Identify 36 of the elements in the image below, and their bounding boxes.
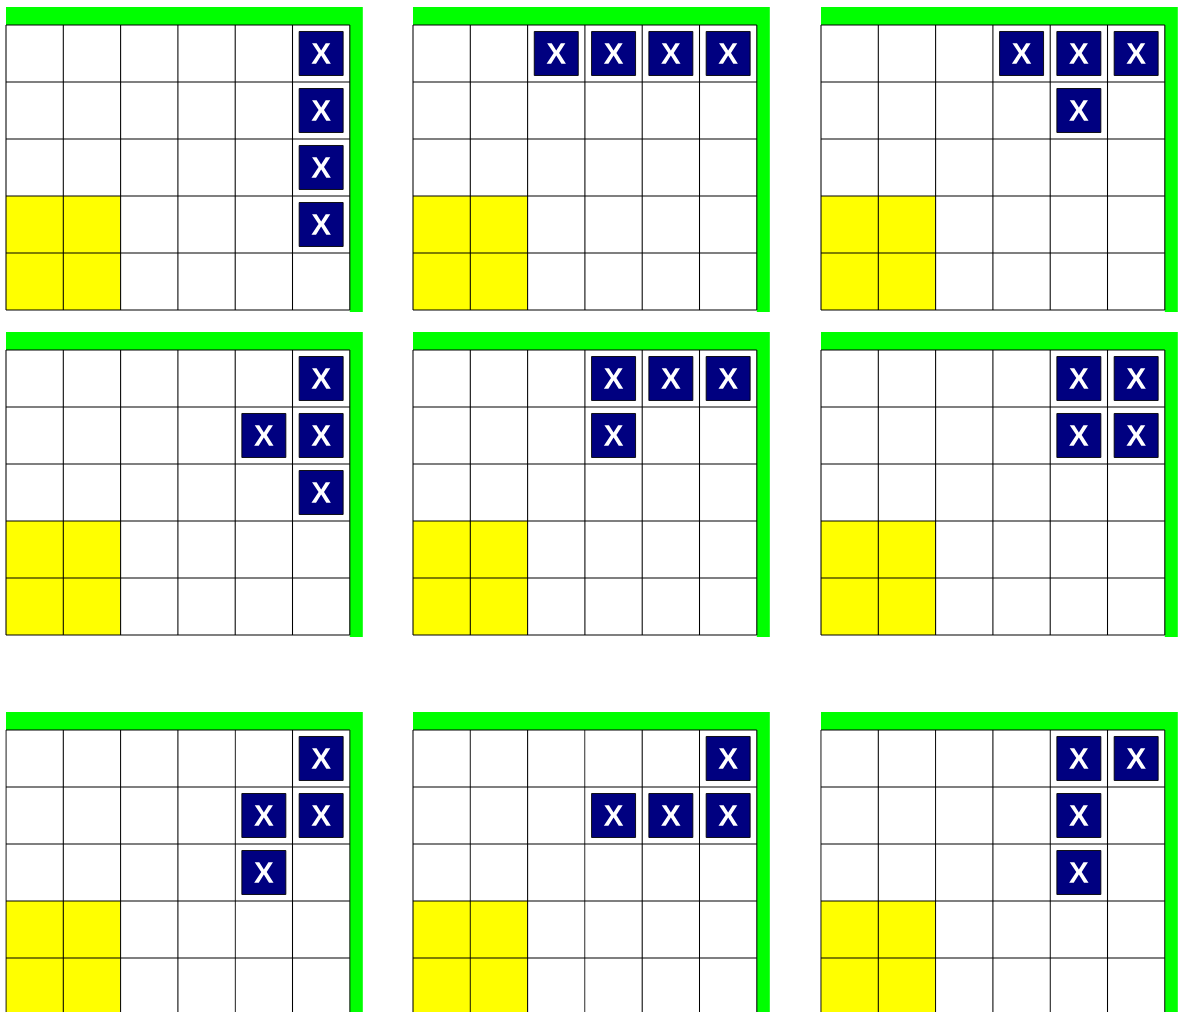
x-tile: X: [591, 413, 636, 458]
x-tile: X: [298, 88, 344, 133]
x-tile: X: [648, 356, 694, 401]
x-tile: X: [1056, 356, 1102, 401]
x-tile: X: [1113, 356, 1159, 401]
x-tile: X: [241, 850, 287, 895]
x-tile: X: [1113, 31, 1159, 76]
x-tile: X: [241, 413, 287, 458]
x-tile: X: [648, 793, 694, 838]
x-tile: X: [298, 356, 344, 401]
x-tile: X: [591, 356, 636, 401]
x-tile: X: [999, 31, 1044, 76]
x-tile: X: [648, 31, 694, 76]
x-tile: X: [591, 793, 636, 838]
x-tile: X: [298, 202, 344, 247]
x-tile: X: [298, 145, 344, 190]
x-tile: X: [241, 793, 287, 838]
x-tile: X: [705, 31, 751, 76]
x-tile: X: [705, 793, 751, 838]
x-tile: X: [298, 736, 344, 781]
x-tile: X: [705, 356, 751, 401]
x-tile: X: [591, 31, 636, 76]
x-tile: X: [298, 413, 344, 458]
x-tile: X: [298, 31, 344, 76]
x-tile: X: [298, 793, 344, 838]
x-tile: X: [298, 470, 344, 515]
x-tile: X: [1113, 413, 1159, 458]
x-tile: X: [1056, 88, 1102, 133]
x-tile: X: [705, 736, 751, 781]
x-tile: X: [1056, 736, 1102, 781]
x-tile: X: [533, 31, 579, 76]
x-tile: X: [1056, 850, 1102, 895]
x-tile: X: [1056, 413, 1102, 458]
x-tile: X: [1056, 793, 1102, 838]
x-tile: X: [1113, 736, 1159, 781]
x-tile: X: [1056, 31, 1102, 76]
